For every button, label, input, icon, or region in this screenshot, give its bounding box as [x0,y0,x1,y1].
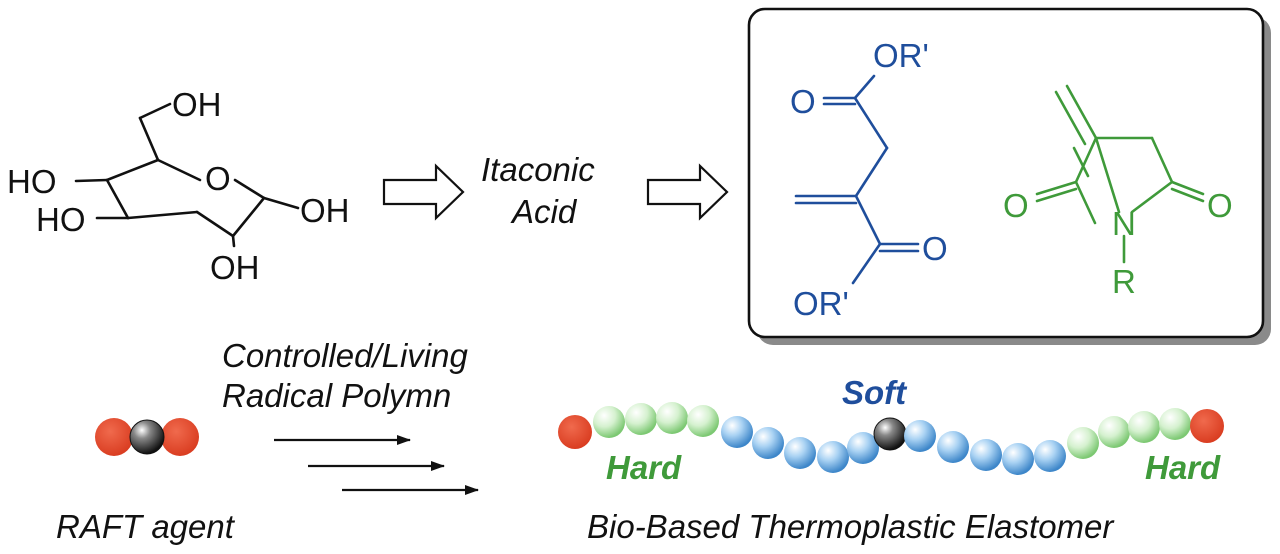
soft-segment-bead [937,431,969,463]
hard-segment-bead [625,403,657,435]
end-group-bead [558,415,592,449]
glucose-labels: OH O HO HO OH OH [7,86,350,286]
diester-or-bottom: OR' [793,285,849,322]
soft-label: Soft [842,374,908,411]
soft-segment-bead [752,427,784,459]
raft-agent-label: RAFT agent [56,508,236,545]
diester-o-bottom: O [922,230,948,267]
raft-agent-icon [95,418,199,456]
polymer-chain [558,402,1224,475]
soft-segment-bead [1034,440,1066,472]
hard-segment-bead [1067,427,1099,459]
imide-r: R [1112,263,1136,300]
glucose-oh-c6: OH [172,86,222,123]
monomer-box [747,7,1271,345]
soft-segment-bead [1002,443,1034,475]
soft-segment-bead [817,441,849,473]
itaconic-acid-line1: Itaconic [481,151,595,188]
imide-n: N [1112,205,1136,242]
open-arrow-2 [646,163,729,221]
hard-segment-bead [593,406,625,438]
diester-o-top: O [790,83,816,120]
itaconate-diester [794,74,920,285]
hard-segment-bead [1159,408,1191,440]
itaconic-acid-line2: Acid [510,193,578,230]
polymerization-line2: Radical Polymn [222,377,451,414]
glucose-structure [74,102,300,248]
glucose-oh-c2: OH [210,249,260,286]
hard-label-right: Hard [1145,449,1221,486]
itaconate-labels: OR' O O OR' [790,37,948,322]
hard-segment-bead [687,405,719,437]
open-arrow-1 [382,163,465,221]
hard-segment-bead [656,402,688,434]
glucose-ho-c4: HO [7,163,57,200]
diester-or-top: OR' [873,37,929,74]
hard-segment-bead [1098,416,1130,448]
imide-o-left: O [1003,187,1029,224]
glucose-ring-oxygen: O [205,160,231,197]
itaconimide [1035,84,1205,264]
polymerization-line1: Controlled/Living [222,337,468,374]
soft-segment-bead [847,432,879,464]
hard-segment-bead [1128,411,1160,443]
polymer-caption: Bio-Based Thermoplastic Elastomer [587,508,1115,545]
soft-segment-bead [970,439,1002,471]
reaction-arrows [274,435,479,495]
raft-core-bead [873,417,907,451]
soft-segment-bead [904,420,936,452]
imide-o-right: O [1207,187,1233,224]
end-group-bead [1190,409,1224,443]
glucose-ho-c3: HO [36,201,86,238]
soft-segment-bead [721,416,753,448]
soft-segment-bead [784,437,816,469]
itaconimide-labels: O O N R [1003,187,1233,300]
glucose-oh-c1: OH [300,192,350,229]
hard-label-left: Hard [606,449,682,486]
